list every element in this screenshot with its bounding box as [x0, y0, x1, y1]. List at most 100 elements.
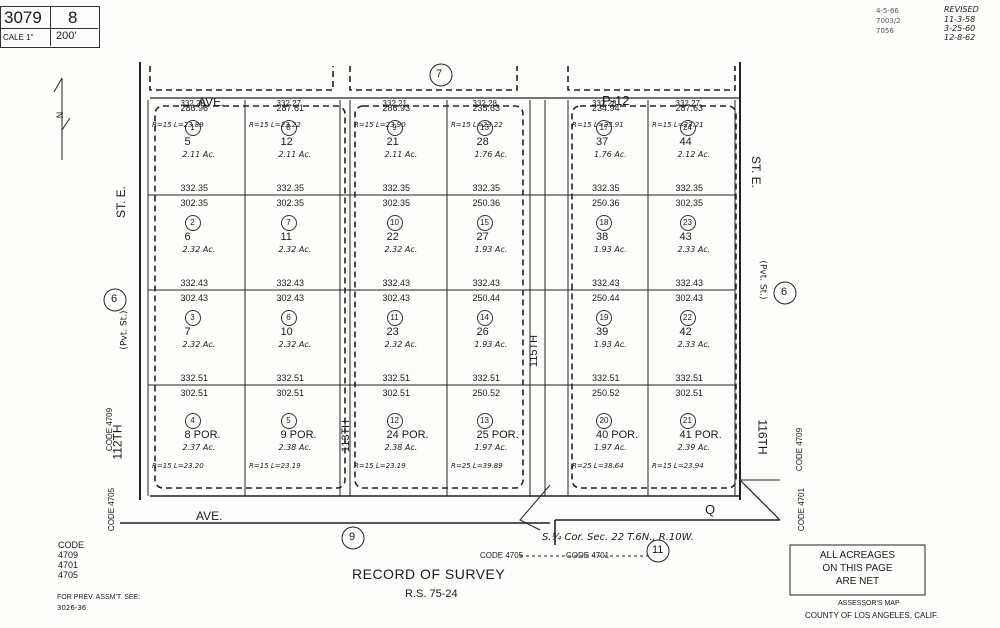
parcel-dimension: 302.35	[675, 198, 704, 208]
code-legend-4705: 4705	[58, 570, 79, 580]
parcel-dimension: 235.63	[472, 103, 501, 113]
parcel-acreage: 2.32 Ac.	[384, 339, 418, 349]
parcel-dimension: 302.43	[276, 293, 305, 303]
parcel-dimension: 250.36	[592, 198, 620, 208]
parcel-dimension: 302.35	[276, 198, 305, 208]
top-dimension: 332.27	[675, 99, 700, 108]
parcel-number: 41 POR.	[679, 428, 722, 441]
top-dimension: 332.28	[592, 99, 617, 108]
parcel-dimension: 250.44	[592, 293, 620, 303]
row-dimension: 332.51	[276, 373, 305, 383]
parcel-acreage: 2.11 Ac.	[182, 149, 216, 159]
parcel-dimension: 302.51	[675, 388, 704, 398]
curve-data-top: R=15 L=23.90	[354, 121, 406, 129]
code-legend-4701: 4701	[58, 560, 79, 570]
parcel-dimension: 250.44	[472, 293, 501, 303]
parcel-circle-number: 18	[596, 214, 612, 231]
parcel-dimension: 287.61	[276, 103, 305, 113]
parcel-dimension: 302.51	[382, 388, 411, 398]
book-page-number: 3079	[4, 8, 42, 27]
adjoining-map-6-right: 6	[781, 286, 788, 298]
revised-date-3: 12-8-62	[944, 33, 976, 42]
top-dimension: 332.28	[180, 99, 205, 108]
curve-data-top: R=15 L=23.91	[572, 121, 624, 129]
row-dimension: 332.43	[675, 278, 704, 288]
north-arrow-label: N	[54, 111, 65, 119]
parcel-number: 38	[596, 230, 609, 243]
prev-assessment-ref: 3026-36	[57, 604, 87, 612]
row-dimension: 332.51	[592, 373, 620, 383]
curve-data-bottom: R=25 L=39.89	[451, 462, 503, 470]
parcel-number: 23	[386, 325, 399, 338]
parcel-number: 26	[476, 325, 489, 338]
parcel-circle-number: 6	[280, 309, 297, 326]
parcel-dimension: 302.35	[180, 198, 209, 208]
record-of-survey-ref: R.S. 75-24	[405, 588, 458, 600]
row-dimension: 332.35	[592, 183, 620, 193]
parcel-circle-number: 9	[386, 119, 403, 136]
parcel-dimension: 286.93	[382, 103, 411, 113]
parcel-dimension: 250.36	[472, 198, 501, 208]
scale-label: CALE 1"	[3, 33, 34, 42]
parcel-acreage: 2.32 Ac.	[182, 339, 216, 349]
parcel-number: 5	[184, 135, 191, 148]
parcel-acreage: 1.76 Ac.	[594, 149, 627, 159]
row-dimension: 332.43	[382, 278, 411, 288]
curve-data-bottom: R=15 L=23.19	[249, 462, 301, 470]
parcel-number: 39	[596, 325, 609, 338]
code-left-4705: CODE 4705	[107, 487, 117, 532]
code-legend-title: CODE	[58, 540, 85, 550]
parcel-acreage: 2.32 Ac.	[384, 244, 418, 254]
parcel-dimension: 302.43	[675, 293, 704, 303]
pvt-street-left: (Pvt. St.)	[119, 310, 130, 350]
date-2: 7003/2	[876, 17, 901, 25]
record-of-survey-title: RECORD OF SURVEY	[352, 566, 506, 582]
top-dimension: 332.28	[472, 99, 497, 108]
parcel-number: 44	[679, 135, 692, 148]
parcel-circle-number: 14	[476, 309, 493, 326]
parcel-number: 6	[184, 230, 191, 243]
curve-data-bottom: R=15 L=23.19	[354, 462, 406, 470]
row-dimension: 332.43	[276, 278, 305, 288]
parcel-dimension: 302.43	[180, 293, 209, 303]
curve-data-bottom: R=25 L=38.64	[572, 462, 624, 470]
parcel-acreage: 2.33 Ac.	[677, 339, 711, 349]
row-dimension: 332.51	[382, 373, 411, 383]
parcel-circle-number: 22	[679, 309, 696, 326]
parcel-acreage: 2.38 Ac.	[384, 442, 418, 452]
parcel-dimension: 302.51	[276, 388, 305, 398]
parcel-circle-number: 21	[679, 412, 696, 429]
curve-data-bottom: R=15 L=23.20	[152, 462, 204, 470]
parcel-dimension: 286.96	[180, 103, 209, 113]
parcel-circle-number: 7	[280, 214, 297, 231]
pvt-street-right: (Pvt. St.)	[757, 260, 768, 300]
street-ave-bottom: AVE.	[196, 509, 223, 523]
parcel-number: 22	[386, 230, 399, 243]
parcel-dimension: 302.35	[382, 198, 411, 208]
parcel-circle-number: 5	[280, 412, 297, 429]
parcel-acreage: 2.11 Ac.	[278, 149, 312, 159]
row-dimension: 332.51	[472, 373, 501, 383]
parcel-circle-number: 1	[184, 119, 201, 136]
row-dimension: 332.35	[276, 183, 305, 193]
parcel-number: 8 POR.	[184, 428, 221, 441]
parcel-number: 43	[679, 230, 692, 243]
parcel-acreage: 1.93 Ac.	[594, 339, 627, 349]
adjoining-map-6-left: 6	[111, 293, 118, 305]
parcel-number: 9 POR.	[280, 428, 317, 441]
curve-data-top: R=15 L=23.21	[652, 121, 704, 129]
acreage-note-line-1: ALL ACREAGES	[819, 550, 896, 561]
curve-data-top: R=15 L=23.22	[249, 121, 301, 129]
footer-assessors-map: ASSESSOR'S MAP	[838, 600, 900, 607]
parcel-circle-number: 13	[476, 412, 493, 429]
curve-data-top: R=15 L=23.89	[152, 121, 204, 129]
row-dimension: 332.35	[180, 183, 209, 193]
date-3: 7056	[876, 27, 894, 35]
street-115th: 115TH	[528, 334, 541, 368]
prev-assessment-label: FOR PREV. ASSM'T. SEE:	[57, 594, 141, 601]
parcel-acreage: 2.33 Ac.	[677, 244, 711, 254]
parcel-acreage: 2.32 Ac.	[182, 244, 216, 254]
parcel-acreage: 2.37 Ac.	[182, 442, 216, 452]
parcel-acreage: 2.38 Ac.	[278, 442, 312, 452]
